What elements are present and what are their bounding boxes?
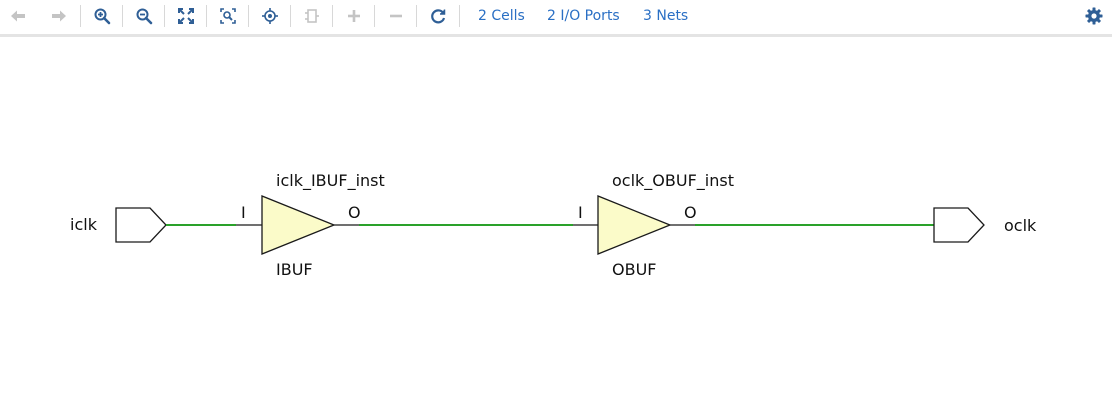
- buffer-triangle: [261, 195, 336, 255]
- gear-icon[interactable]: [1082, 4, 1106, 28]
- regenerate-icon[interactable]: [300, 4, 324, 28]
- output-port[interactable]: oclk: [933, 207, 1037, 243]
- collapse-minus-icon[interactable]: [384, 4, 408, 28]
- zoom-out-icon[interactable]: [132, 4, 156, 28]
- forward-icon[interactable]: [47, 4, 71, 28]
- toolbar-separator: [290, 5, 291, 27]
- ibuf-cell[interactable]: iclk_IBUF_inst I O IBUF: [236, 171, 385, 279]
- zoom-in-icon[interactable]: [90, 4, 114, 28]
- cell-type-label: IBUF: [276, 260, 313, 279]
- output-port-label: oclk: [1004, 216, 1037, 235]
- input-pin-label: I: [241, 203, 246, 222]
- nets-count-link[interactable]: 3 Nets: [643, 8, 689, 24]
- output-pin-label: O: [684, 203, 697, 222]
- zoom-fit-icon[interactable]: [174, 4, 198, 28]
- toolbar-separator: [206, 5, 207, 27]
- toolbar-separator: [80, 5, 81, 27]
- io-ports-count-link[interactable]: 2 I/O Ports: [547, 8, 620, 24]
- toolbar-separator: [122, 5, 123, 27]
- zoom-area-icon[interactable]: [216, 4, 240, 28]
- toolbar-separator: [248, 5, 249, 27]
- schematic-canvas[interactable]: iclk iclk_IBUF_inst I O IBUF oclk_OBUF_i…: [0, 37, 1112, 410]
- output-port-shape: [933, 207, 985, 243]
- toolbar-separator: [164, 5, 165, 27]
- obuf-cell[interactable]: oclk_OBUF_inst I O OBUF: [573, 171, 734, 279]
- cell-instance-name: oclk_OBUF_inst: [612, 171, 734, 191]
- output-pin-label: O: [348, 203, 361, 222]
- toolbar-separator: [332, 5, 333, 27]
- buffer-triangle: [597, 195, 672, 255]
- cells-count-link[interactable]: 2 Cells: [478, 8, 525, 24]
- expand-plus-icon[interactable]: [342, 4, 366, 28]
- cell-type-label: OBUF: [612, 260, 656, 279]
- center-icon[interactable]: [258, 4, 282, 28]
- input-port[interactable]: iclk: [70, 207, 167, 243]
- toolbar-separator: [416, 5, 417, 27]
- toolbar-separator: [459, 5, 460, 27]
- cell-instance-name: iclk_IBUF_inst: [276, 171, 385, 191]
- input-port-label: iclk: [70, 215, 98, 234]
- schematic-toolbar: 2 Cells 2 I/O Ports 3 Nets: [0, 0, 1112, 37]
- input-port-shape: [115, 207, 167, 243]
- input-pin-label: I: [578, 203, 583, 222]
- toolbar-separator: [374, 5, 375, 27]
- refresh-icon[interactable]: [426, 4, 450, 28]
- back-icon[interactable]: [6, 4, 30, 28]
